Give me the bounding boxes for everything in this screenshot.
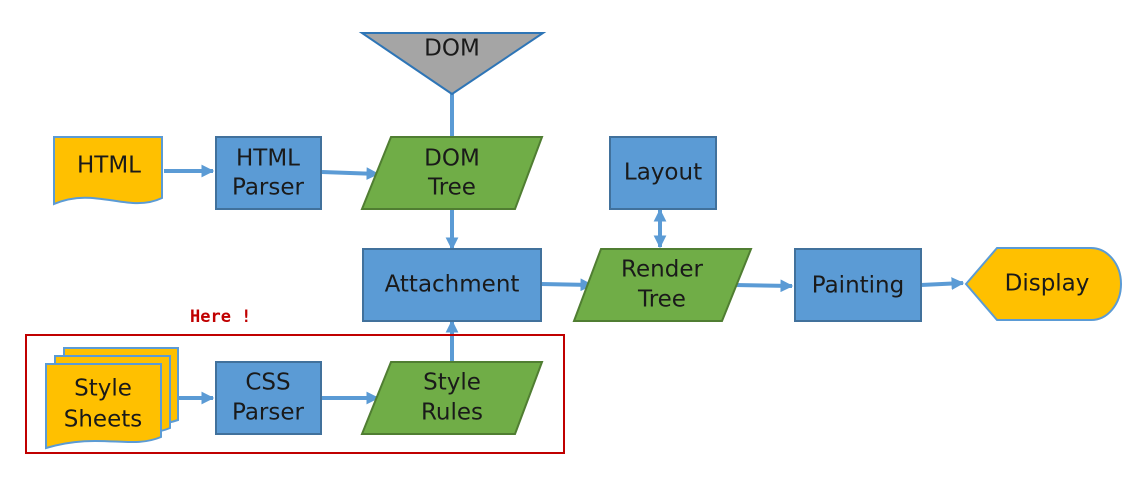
edge-html-parser-to-dom-tree xyxy=(321,167,380,180)
html-parser-box xyxy=(215,136,322,210)
attachment-box xyxy=(362,248,542,322)
connectors xyxy=(164,94,965,405)
node-display: Display xyxy=(964,247,1122,321)
dom-label: DOM xyxy=(424,36,480,62)
dom-tree-label-line1: DOM xyxy=(424,146,480,172)
style-sheets-label-line1: Style xyxy=(74,376,132,402)
highlight-border xyxy=(25,334,565,454)
style-sheets-front-page xyxy=(45,363,162,450)
style-rules-shape xyxy=(360,361,544,435)
painting-box xyxy=(794,248,922,322)
node-layout: Layout xyxy=(609,136,717,210)
edge-render-tree-to-painting xyxy=(734,279,794,293)
dom-shape xyxy=(358,32,547,96)
node-style-sheets: Style Sheets xyxy=(45,347,179,450)
css-parser-label-line1: CSS xyxy=(245,370,290,396)
html-parser-label-line2: Parser xyxy=(232,175,305,201)
display-shape xyxy=(964,247,1122,321)
style-rules-label-line1: Style xyxy=(423,370,481,396)
node-render-tree: Render Tree xyxy=(572,248,753,322)
css-parser-label-line2: Parser xyxy=(232,400,305,426)
edge-painting-to-display xyxy=(920,277,965,290)
edge-attachment-to-render-tree xyxy=(540,278,594,292)
node-html-parser: HTML Parser xyxy=(215,136,322,210)
style-rules-label-line2: Rules xyxy=(421,400,483,426)
node-css-parser: CSS Parser xyxy=(215,361,322,435)
render-tree-label-line2: Tree xyxy=(637,287,686,313)
layout-label: Layout xyxy=(624,160,702,186)
node-dom: DOM xyxy=(358,32,547,96)
node-painting: Painting xyxy=(794,248,922,322)
html-document-shape xyxy=(53,136,163,206)
node-attachment: Attachment xyxy=(362,248,542,322)
css-parser-box xyxy=(215,361,322,435)
node-html: HTML xyxy=(53,136,163,206)
render-tree-shape xyxy=(572,248,753,322)
dom-tree-shape xyxy=(360,136,544,210)
painting-label: Painting xyxy=(812,273,904,299)
dom-tree-label-line2: Tree xyxy=(427,175,476,201)
layout-box xyxy=(609,136,717,210)
html-parser-label-line1: HTML xyxy=(236,146,300,172)
display-label: Display xyxy=(1005,271,1090,297)
html-label: HTML xyxy=(77,153,141,179)
attachment-label: Attachment xyxy=(385,272,520,298)
here-annotation: Here ! xyxy=(190,307,251,327)
style-sheets-label-line2: Sheets xyxy=(64,407,142,433)
render-tree-label-line1: Render xyxy=(621,257,703,283)
node-style-rules: Style Rules xyxy=(360,361,544,435)
node-dom-tree: DOM Tree xyxy=(360,136,544,210)
